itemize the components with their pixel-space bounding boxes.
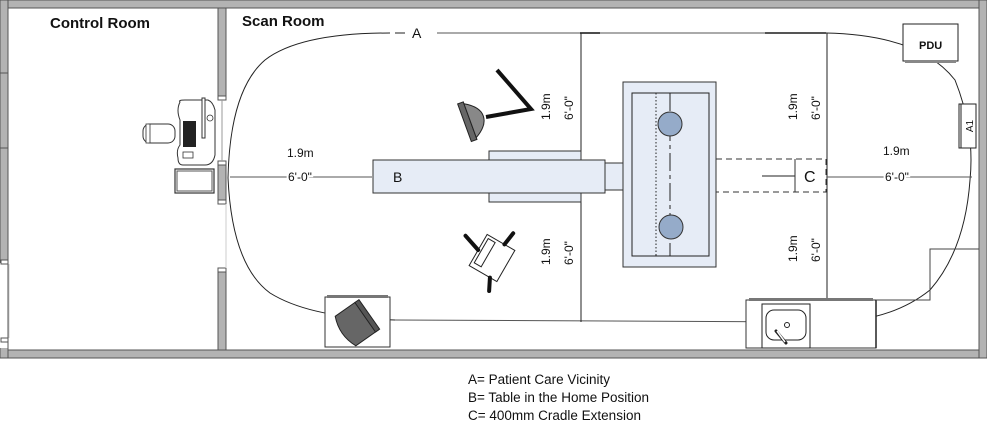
legend-item-c: C= 400mm Cradle Extension (468, 408, 641, 423)
keyboard-icon (183, 121, 196, 147)
control-room-label: Control Room (50, 15, 150, 32)
a1-unit (958, 103, 977, 149)
dim-left-metric: 1.9m (287, 146, 314, 160)
dim-top-right-imperial: 6'-0" (809, 96, 823, 120)
divider-wall-bottom (217, 271, 227, 351)
pdu-label: PDU (919, 40, 942, 52)
dim-bottom-left-imperial: 6'-0" (562, 241, 576, 265)
wall-left-mid (0, 72, 9, 149)
operator-console (142, 97, 216, 194)
table-cradle (372, 159, 606, 194)
dim-bottom-right-imperial: 6'-0" (809, 238, 823, 262)
dimension-labels: 1.9m 6'-0" 1.9m 6'-0" 1.9m 6'-0" 1.9m 6'… (286, 93, 911, 265)
dim-top-left-imperial: 6'-0" (562, 96, 576, 120)
marker-a: A (412, 25, 422, 41)
lower-cabinet (324, 295, 391, 348)
legend-item-b: B= Table in the Home Position (468, 390, 649, 405)
scan-room-label: Scan Room (242, 13, 325, 30)
dim-bottom-right-metric: 1.9m (786, 235, 800, 262)
monitor-cabinet-icon (174, 168, 215, 194)
divider-wall-top (217, 7, 227, 97)
a1-box (958, 103, 977, 149)
table-extension (604, 162, 624, 191)
dim-left-imperial: 6'-0" (288, 170, 312, 184)
injector-icon (463, 231, 516, 293)
walls (0, 0, 987, 359)
wall-top (0, 0, 987, 9)
legend-item-a: A= Patient Care Vicinity (468, 372, 610, 387)
console-desk-icon (176, 99, 216, 166)
patient-care-vicinity (227, 32, 972, 323)
dim-right-metric: 1.9m (883, 144, 910, 158)
legend: A= Patient Care Vicinity B= Table in the… (468, 371, 649, 425)
cradle-extension-outline (715, 158, 827, 193)
gantry-circle-top (657, 111, 683, 137)
pdu-box (902, 23, 959, 62)
dim-right-imperial: 6'-0" (885, 170, 909, 184)
monitor-bottom-icon (334, 298, 381, 347)
gantry (622, 81, 717, 268)
dim-top-left-metric: 1.9m (539, 93, 553, 120)
marker-b: B (393, 169, 402, 185)
monitor-top-icon (457, 101, 485, 143)
wall-bottom (0, 349, 987, 359)
marker-c: C (804, 169, 816, 186)
wall-left-upper (0, 0, 9, 74)
pdu (902, 23, 959, 63)
a1-label: A1 (965, 119, 976, 132)
dim-bottom-left-metric: 1.9m (539, 238, 553, 265)
operator-chair-icon (142, 123, 176, 144)
sink-cabinet (745, 298, 877, 349)
left-window (0, 263, 8, 348)
vicinity-left-arc (227, 32, 396, 321)
gantry-circle-bottom (658, 214, 684, 240)
cradle-extension (715, 158, 827, 193)
patient-table (372, 150, 624, 203)
dim-top-right-metric: 1.9m (786, 93, 800, 120)
corner-cabinet (876, 248, 979, 301)
divider-wall-mid (217, 164, 227, 201)
wall-right (978, 0, 987, 359)
monitor-arm-top (457, 68, 535, 143)
